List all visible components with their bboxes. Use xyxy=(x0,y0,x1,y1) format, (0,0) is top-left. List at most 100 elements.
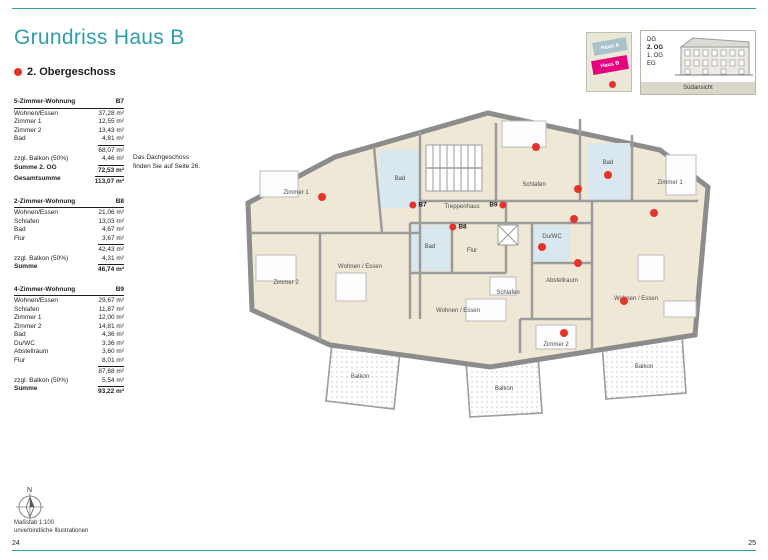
table-row: Flur 3,67 m² xyxy=(14,235,124,244)
unit-marker-label: B8 xyxy=(458,223,467,231)
room-label: Bad xyxy=(394,176,406,182)
room-label: Zimmer 1 xyxy=(283,190,309,196)
facade-drawing xyxy=(675,37,753,76)
row-label: Gesamtsumme xyxy=(14,175,61,182)
compass-n-label: N xyxy=(27,487,32,494)
attic-note: Das Dachgeschoss finden Sie auf Seite 26… xyxy=(133,154,200,171)
view-label: Südansicht xyxy=(641,82,755,94)
row-value: B9 xyxy=(115,285,124,293)
row-value: 3,67 m² xyxy=(101,234,124,242)
page-title: Grundriss Haus B xyxy=(14,26,185,49)
table-row-subtotal: 87,68 m² xyxy=(14,365,124,377)
marker-dot xyxy=(560,329,568,337)
floor-item-2og: 2. OG xyxy=(647,45,664,51)
row-label: Bad xyxy=(14,331,26,338)
room-label: Bad xyxy=(424,244,436,250)
balcony-right xyxy=(601,334,687,400)
row-value: 4,36 m² xyxy=(101,331,124,338)
unit-marker-label: B7 xyxy=(418,201,427,209)
room-label: Wohnen / Essen xyxy=(338,264,382,270)
row-label: Flur xyxy=(14,356,26,364)
row-value: 11,87 m² xyxy=(98,305,124,313)
row-label: Bad xyxy=(14,226,26,233)
room-label: Balkon xyxy=(350,374,370,380)
table-row-hdr: 2-Zimmer-Wohnung B8 xyxy=(14,197,124,208)
row-value: 37,28 m² xyxy=(98,109,124,117)
row-value: 4,81 m² xyxy=(101,135,124,142)
row-label: zzgl. Balkon (50%) xyxy=(14,376,69,384)
table-row: Bad 4,67 m² xyxy=(14,226,124,235)
minimap-haus-a: Haus A xyxy=(592,37,628,56)
room-label: Zimmer 2 xyxy=(273,280,299,286)
balcony-left xyxy=(325,342,401,410)
row-label: Schlafen xyxy=(14,217,40,225)
row-label: 5-Zimmer-Wohnung xyxy=(14,98,76,105)
row-label: 4-Zimmer-Wohnung xyxy=(14,285,76,293)
unit-marker-label: B9 xyxy=(489,201,498,209)
row-value: 13,03 m² xyxy=(98,217,124,225)
floorplan-drawing xyxy=(245,110,711,418)
floor-item-eg: EG xyxy=(647,61,656,67)
row-label: Flur xyxy=(14,234,26,242)
table-row-subtotal: 42,43 m² xyxy=(14,243,124,255)
table-row: Bad 4,36 m² xyxy=(14,331,124,340)
row-label: Bad xyxy=(14,135,26,142)
row-label: 2-Zimmer-Wohnung xyxy=(14,197,76,205)
unit-dot-icon xyxy=(409,201,417,209)
row-value: 42,43 m² xyxy=(98,244,124,253)
unit-marker-b8: B8 xyxy=(449,223,467,231)
row-label: Zimmer 2 xyxy=(14,322,42,330)
table-row: Schlafen 13,03 m² xyxy=(14,218,124,227)
row-value: 68,07 m² xyxy=(98,144,124,154)
row-label: Wohnen/Essen xyxy=(14,297,58,304)
floor-item-1og: 1. OG xyxy=(647,53,664,59)
row-label: Schlafen xyxy=(14,305,40,313)
floor-item-dg: DG xyxy=(647,37,656,43)
marker-dot xyxy=(532,143,540,151)
row-label: zzgl. Balkon (50%) xyxy=(14,155,69,162)
table-row: Bad 4,81 m² xyxy=(14,135,124,144)
row-label: Wohnen/Essen xyxy=(14,209,58,216)
elevation-legend: DG 2. OG 1. OG EG Südansicht xyxy=(640,30,756,95)
row-label: Du/WC xyxy=(14,339,35,347)
row-value: 3,36 m² xyxy=(101,339,124,347)
row-label: Zimmer 1 xyxy=(14,314,42,321)
floor-subtitle: 2. Obergeschoss xyxy=(27,66,116,78)
row-value: B7 xyxy=(115,98,124,105)
table-row: Schlafen 11,87 m² xyxy=(14,306,124,315)
marker-dot xyxy=(318,193,326,201)
room-label: Abstellraum xyxy=(546,278,578,284)
row-value: 4,67 m² xyxy=(101,226,124,233)
bullet-dot-icon xyxy=(14,68,22,76)
unit-marker-b7: B7 xyxy=(409,201,427,209)
row-value: 4,46 m² xyxy=(101,155,124,162)
room-label: Flur xyxy=(466,248,478,254)
room-label: Balkon xyxy=(494,386,514,392)
table-row: zzgl. Balkon (50%)4,31 m² xyxy=(14,255,124,264)
room-label: Schlafen xyxy=(522,182,546,188)
table-row: Du/WC 3,36 m² xyxy=(14,340,124,349)
row-label: Zimmer 1 xyxy=(14,118,42,125)
table-row-subtotal: 68,07 m² xyxy=(14,144,124,156)
compass-icon: N xyxy=(16,487,44,521)
room-label: Wohnen / Essen xyxy=(436,308,480,314)
row-value: B8 xyxy=(115,197,124,205)
table-row: zzgl. Balkon (50%)5,54 m² xyxy=(14,377,124,386)
floor-subtitle-row: 2. Obergeschoss xyxy=(14,66,116,78)
room-label: Zimmer 1 xyxy=(657,180,683,186)
room-label: Wohnen / Essen xyxy=(614,296,658,302)
